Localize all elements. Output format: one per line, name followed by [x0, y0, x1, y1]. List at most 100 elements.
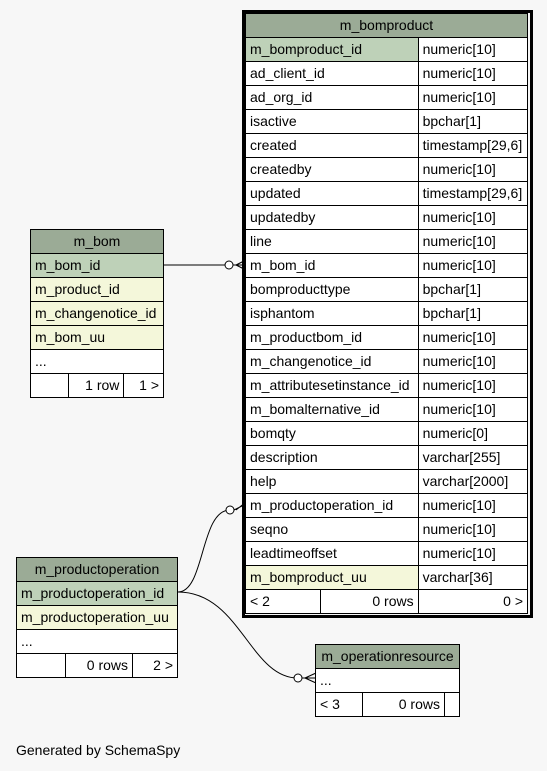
parents-count[interactable]	[16, 653, 66, 678]
column-name[interactable]: m_bom_id	[30, 253, 164, 278]
column-name[interactable]: ...	[30, 349, 164, 374]
column-type: numeric[10]	[417, 157, 529, 182]
column-name[interactable]: created	[245, 133, 419, 158]
column-name[interactable]: seqno	[245, 517, 419, 542]
column-row[interactable]: ...	[16, 629, 178, 654]
column-type: numeric[10]	[417, 517, 529, 542]
column-name[interactable]: m_bomproduct_uu	[245, 565, 419, 590]
parents-count[interactable]	[30, 373, 69, 398]
column-row[interactable]: m_productoperation_id	[16, 581, 178, 606]
column-name[interactable]: ...	[315, 668, 460, 693]
column-type: numeric[10]	[417, 253, 529, 278]
children-count[interactable]: 0 >	[417, 589, 529, 614]
column-name[interactable]: updated	[245, 181, 419, 206]
column-name[interactable]: m_bom_id	[245, 253, 419, 278]
column-name[interactable]: ...	[16, 629, 178, 654]
row-count: 1 row	[67, 373, 125, 398]
column-row[interactable]: ...	[30, 349, 164, 374]
table-title[interactable]: m_operationresource	[315, 644, 460, 669]
children-count[interactable]: 2 >	[132, 653, 178, 678]
column-row[interactable]: m_bom_id	[30, 253, 164, 278]
column-name[interactable]: m_productoperation_id	[245, 493, 419, 518]
column-name[interactable]: m_changenotice_id	[30, 301, 164, 326]
relationship-bom-optional-marker	[224, 260, 234, 270]
row-count: 0 rows	[361, 692, 445, 717]
column-name[interactable]: m_productoperation_uu	[16, 605, 178, 630]
column-name[interactable]: createdby	[245, 157, 419, 182]
row-count: 0 rows	[65, 653, 133, 678]
column-name[interactable]: updatedby	[245, 205, 419, 230]
column-row[interactable]: m_bom_uu	[30, 325, 164, 350]
table-title[interactable]: m_productoperation	[16, 557, 178, 582]
column-name[interactable]: isphantom	[245, 301, 419, 326]
column-name[interactable]: description	[245, 445, 419, 470]
m-productoperation-table[interactable]: m_productoperation m_productoperation_id…	[16, 557, 178, 678]
column-name[interactable]: bomqty	[245, 421, 419, 446]
children-count[interactable]: 1 >	[123, 373, 164, 398]
column-name[interactable]: help	[245, 469, 419, 494]
m-bomproduct-table-frame	[242, 10, 533, 618]
column-name[interactable]: m_bomalternative_id	[245, 397, 419, 422]
parents-count[interactable]: < 3	[315, 692, 363, 717]
children-count[interactable]	[443, 692, 461, 717]
column-type: numeric[10]	[417, 325, 529, 350]
column-name[interactable]: line	[245, 229, 419, 254]
column-name[interactable]: m_attributesetinstance_id	[245, 373, 419, 398]
column-row[interactable]: m_productoperation_uu	[16, 605, 178, 630]
generated-by-label: Generated by SchemaSpy	[16, 742, 181, 758]
column-name[interactable]: m_bom_uu	[30, 325, 164, 350]
column-type: numeric[10]	[417, 397, 529, 422]
column-type: varchar[2000]	[417, 469, 529, 494]
column-row[interactable]: ...	[315, 668, 460, 693]
table-title[interactable]: m_bom	[30, 229, 164, 254]
column-type: timestamp[29,6]	[417, 133, 529, 158]
column-type: numeric[10]	[417, 493, 529, 518]
table-title[interactable]: m_bomproduct	[245, 13, 528, 38]
column-name[interactable]: ad_org_id	[245, 85, 419, 110]
column-row[interactable]: m_product_id	[30, 277, 164, 302]
column-type: numeric[10]	[417, 349, 529, 374]
column-name[interactable]: leadtimeoffset	[245, 541, 419, 566]
column-name[interactable]: isactive	[245, 109, 419, 134]
column-row[interactable]: m_changenotice_id	[30, 301, 164, 326]
column-name[interactable]: m_productbom_id	[245, 325, 419, 350]
column-name[interactable]: ad_client_id	[245, 61, 419, 86]
column-type: bpchar[1]	[417, 301, 529, 326]
relationship-productoperation-to-bomproduct	[177, 509, 231, 593]
column-name[interactable]: bomproducttype	[245, 277, 419, 302]
relationship-operationresource-crowfoot	[302, 672, 317, 684]
column-name[interactable]: m_changenotice_id	[245, 349, 419, 374]
column-type: numeric[10]	[417, 541, 529, 566]
column-name[interactable]: m_productoperation_id	[16, 581, 178, 606]
column-name[interactable]: m_bomproduct_id	[245, 37, 419, 62]
column-name[interactable]: m_product_id	[30, 277, 164, 302]
parents-count[interactable]: < 2	[244, 589, 322, 614]
